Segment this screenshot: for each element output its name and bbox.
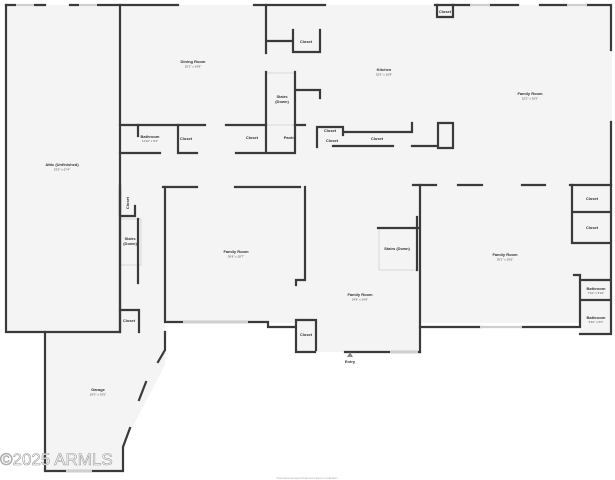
room-dims: 11'10" x 5'4": [142, 139, 158, 143]
floor-fill: [6, 5, 612, 471]
closet-label: Closet: [123, 318, 136, 323]
room-name: Attic (Unfinished): [45, 162, 79, 167]
room-attic: Attic (Unfinished) 33'5" x 67'4": [45, 162, 79, 172]
stairs-label: Stairs: [276, 94, 288, 99]
closet-label: Closet: [371, 136, 384, 141]
closet-label: Closet: [125, 196, 130, 209]
stairs-label-sub: (Down): [275, 99, 289, 104]
room-dims: 24'3" x 33'5": [90, 393, 106, 397]
room-name: Family Room: [223, 249, 249, 254]
room-name: Family Room: [517, 91, 543, 96]
room-name: Garage: [91, 387, 106, 392]
room-bathroom-2: Bathroom 7'10" x 5'10": [587, 286, 606, 295]
room-dims: 36'8" x 28'7": [228, 255, 244, 259]
room-name: Bathroom: [587, 315, 606, 320]
room-bathroom-3: Bathroom 5'10" x 5'0": [587, 315, 606, 324]
room-kitchen: Kitchen 32'6" x 20'8": [376, 67, 392, 77]
closet-label: Closet: [586, 225, 599, 230]
footer-note: Dimensions are approximate and subject t…: [277, 477, 338, 480]
room-name: Dining Room: [181, 59, 206, 64]
room-dims: 32'6" x 20'8": [376, 73, 392, 77]
closet-label: Closet: [180, 136, 193, 141]
room-dims: 7'10" x 5'10": [588, 291, 604, 295]
walls: [4, 3, 613, 473]
room-name: Bathroom: [587, 286, 606, 291]
closet-label: Closet: [324, 128, 337, 133]
room-dining: Dining Room 20'2" x 24'8": [181, 59, 206, 69]
room-dims: 33'5" x 67'4": [54, 168, 70, 172]
room-name: Bathroom: [141, 134, 160, 139]
closet-label: Closet: [586, 196, 599, 201]
closet-label: Closet: [439, 9, 452, 14]
room-dims: 5'10" x 5'0": [589, 320, 604, 324]
closet-label: Closet: [246, 135, 259, 140]
room-dims: 39'1" x 29'6": [497, 258, 513, 262]
stairs-label: Stairs: [124, 236, 136, 241]
entry-label: Entry: [345, 359, 356, 364]
stairs-label-sub: (Down): [123, 241, 137, 246]
stairs-label: Stairs (Down): [384, 246, 410, 251]
room-bathroom-1: Bathroom 11'10" x 5'4": [141, 134, 160, 143]
room-family-e: Family Room 39'1" x 29'6": [492, 252, 518, 262]
watermark: ©2025 ARMLS: [0, 450, 113, 469]
room-name: Family Room: [492, 252, 518, 257]
pantry-label: Pantry: [284, 135, 297, 140]
room-name: Kitchen: [377, 67, 392, 72]
closet-label: Closet: [300, 39, 313, 44]
room-family-ne: Family Room 32'2" x 30'9": [517, 91, 543, 101]
room-name: Family Room: [347, 292, 373, 297]
room-dims: 32'2" x 30'9": [522, 97, 538, 101]
room-garage: Garage 24'3" x 33'5": [90, 387, 106, 397]
room-family-w: Family Room 36'8" x 28'7": [223, 249, 249, 259]
room-family-c: Family Room 24'8" x 24'6": [347, 292, 373, 302]
entry-arrow-icon: [347, 352, 353, 357]
room-dims: 24'8" x 24'6": [352, 298, 368, 302]
minor-labels: Closet Closet Closet Closet Pantry Close…: [123, 9, 599, 364]
closet-label: Closet: [326, 138, 339, 143]
closet-label: Closet: [300, 332, 313, 337]
room-dims: 20'2" x 24'8": [185, 65, 201, 69]
